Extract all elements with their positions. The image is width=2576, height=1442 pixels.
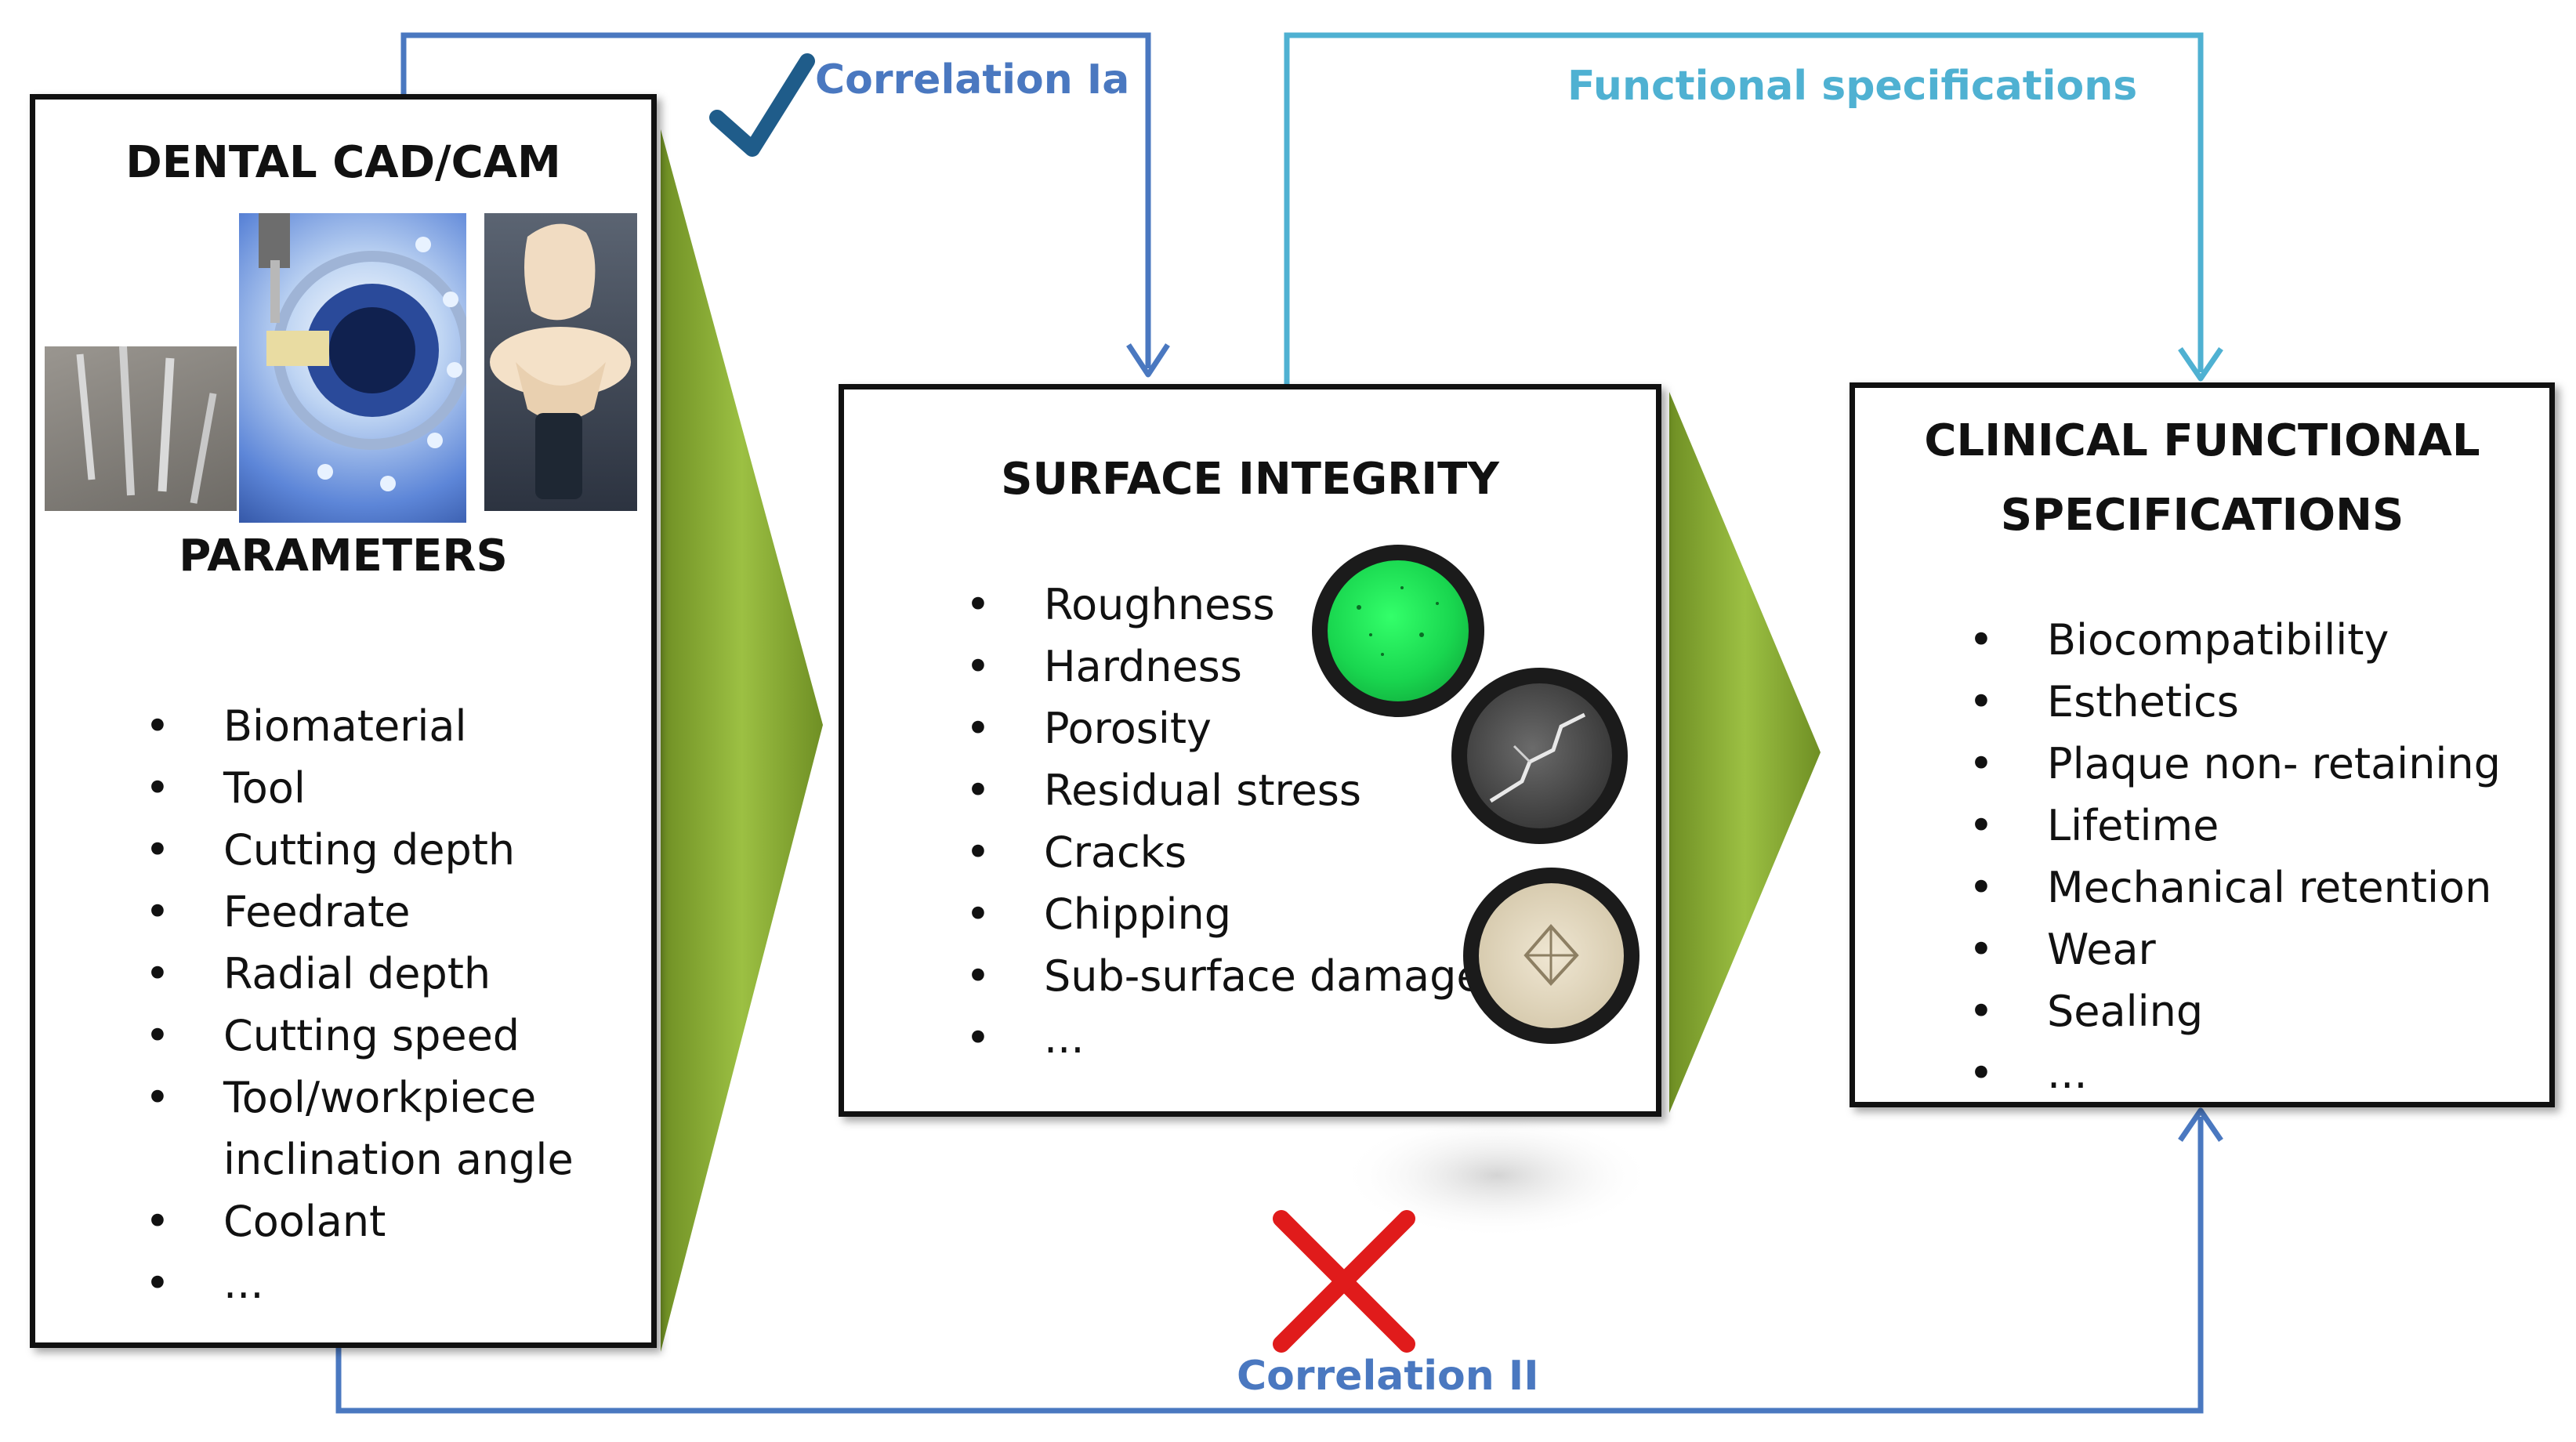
correlation-1a-line (400, 32, 1151, 368)
list-item: Sealing (1969, 980, 2501, 1042)
list-item: Chipping (966, 883, 1483, 945)
list-item: Porosity (966, 697, 1483, 759)
functional-spec-arrowhead (2178, 347, 2223, 382)
functional-spec-line (1284, 32, 2204, 384)
list-item: Radial depth (145, 943, 574, 1005)
clinical-specs-title-line2: SPECIFICATIONS (2000, 490, 2404, 541)
list-item: ... (145, 1252, 574, 1314)
list-item-continuation: inclination angle (223, 1135, 574, 1184)
surface-integrity-list: Roughness Hardness Porosity Residual str… (966, 574, 1483, 1069)
parameters-list: Biomaterial Tool Cutting depth Feedrate … (145, 695, 574, 1314)
list-item: Mechanical retention (1969, 857, 2501, 918)
correlation-2-line (335, 1117, 2204, 1414)
list-item: Residual stress (966, 759, 1483, 821)
correlation-1a-arrowhead (1126, 343, 1170, 378)
list-item: ... (966, 1007, 1483, 1069)
list-item: Coolant (145, 1190, 574, 1252)
list-item: Wear (1969, 918, 2501, 980)
correlation-2-label: Correlation II (1237, 1353, 1539, 1400)
list-item: Biocompatibility (1969, 609, 2501, 671)
check-icon (709, 53, 815, 157)
clinical-specs-list: Biocompatibility Esthetics Plaque non- r… (1969, 609, 2501, 1104)
list-item: Cutting speed (145, 1005, 574, 1067)
milling-machine-photo (239, 213, 466, 523)
list-item: Lifetime (1969, 795, 2501, 857)
cadcam-box: DENTAL CAD/CAM PAR (30, 94, 657, 1348)
correlation-2-arrowhead (2178, 1107, 2223, 1142)
cross-icon (1273, 1210, 1415, 1353)
list-item: Tool/workpiece (145, 1067, 574, 1129)
surface-integrity-title: SURFACE INTEGRITY (1001, 454, 1499, 505)
list-item: Tool (145, 757, 574, 819)
surface-integrity-box: SURFACE INTEGRITY Roughness Hardness Por… (839, 384, 1661, 1117)
crack-sample-disc (1451, 668, 1628, 844)
flow-arrow-2 (1669, 392, 1821, 1113)
flow-arrow-1 (661, 129, 823, 1352)
list-item: Roughness (966, 574, 1483, 636)
list-item: ... (1969, 1042, 2501, 1104)
clinical-specs-box: CLINICAL FUNCTIONAL SPECIFICATIONS Bioco… (1850, 382, 2555, 1107)
clinical-specs-title-line1: CLINICAL FUNCTIONAL (1924, 415, 2480, 466)
correlation-1a-label: Correlation Ia (815, 56, 1130, 103)
roughness-sample-disc (1312, 545, 1484, 717)
list-item: Plaque non- retaining (1969, 733, 2501, 795)
functional-spec-label: Functional specifications (1567, 63, 2138, 110)
dental-crown-photo (484, 213, 637, 511)
list-item: Sub-surface damage (966, 945, 1483, 1007)
cadcam-title: DENTAL CAD/CAM (125, 137, 561, 188)
glow-spot (1340, 1113, 1654, 1238)
list-item: Feedrate (145, 881, 574, 943)
indentation-sample-disc (1463, 868, 1639, 1044)
list-item: Cracks (966, 821, 1483, 883)
list-item: Cutting depth (145, 819, 574, 881)
parameters-heading: PARAMETERS (179, 531, 508, 582)
list-item: Esthetics (1969, 671, 2501, 733)
milling-tools-photo (45, 346, 237, 511)
list-item: Hardness (966, 636, 1483, 697)
list-item: Biomaterial (145, 695, 574, 757)
